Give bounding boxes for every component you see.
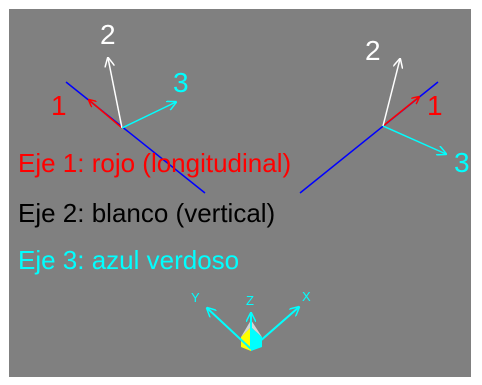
triad-z-label: Z — [246, 293, 254, 308]
left-axis-1-label: 1 — [51, 90, 67, 121]
right-axis-2-arrow — [382, 59, 400, 127]
triad-cube-left-face — [241, 327, 251, 351]
legend-axis-3: Eje 3: azul verdoso — [18, 245, 240, 275]
triad-x-label: X — [302, 289, 311, 304]
left-axis-2-label: 2 — [100, 19, 116, 50]
right-axis-1-arrow — [382, 97, 419, 127]
right-axis-3-label: 3 — [454, 147, 470, 178]
right-axis-1-label: 1 — [427, 90, 443, 121]
left-axis-1-arrow — [89, 100, 123, 129]
triad-y-axis — [207, 308, 252, 350]
triad-cube-right-face — [251, 327, 262, 351]
global-triad — [207, 307, 299, 351]
triad-x-axis — [250, 307, 299, 350]
model-canvas — [65, 9, 471, 351]
left-axis-3-arrow — [121, 102, 176, 129]
left-axis-2-arrow — [108, 58, 123, 129]
triad-y-label: Y — [191, 290, 200, 305]
legend-axis-1: Eje 1: rojo (longitudinal) — [18, 148, 292, 178]
right-axis-2-label: 2 — [365, 35, 381, 66]
legend-axis-2: Eje 2: blanco (vertical) — [18, 198, 276, 228]
right-axis-3-arrow — [382, 125, 446, 154]
model-viewport[interactable]: 1 2 3 1 2 3 Eje 1: rojo (longitudinal) E… — [9, 9, 471, 377]
left-axis-3-label: 3 — [173, 67, 189, 98]
